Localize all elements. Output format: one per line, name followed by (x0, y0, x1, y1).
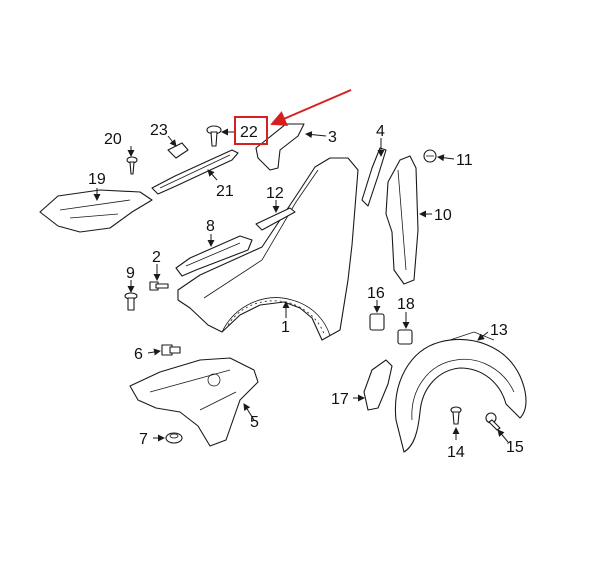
callout-1: 1 (281, 319, 290, 336)
screw-part-20 (126, 156, 138, 175)
callout-10: 10 (434, 207, 452, 224)
callout-8: 8 (206, 218, 215, 235)
callout-9: 9 (126, 265, 135, 282)
callout-23: 23 (150, 122, 168, 139)
wheelhouse-liner-part (394, 331, 527, 453)
callout-19: 19 (88, 171, 106, 188)
bolt-part-2 (149, 281, 169, 291)
callout-6: 6 (134, 346, 143, 363)
callout-13: 13 (490, 322, 508, 339)
lower-bracket-part (129, 357, 259, 447)
push-pin-part (206, 125, 222, 147)
push-pin-part-14 (450, 406, 462, 425)
highlight-box (234, 116, 268, 145)
clip-part (167, 142, 189, 159)
fender-bracket-part (175, 235, 253, 277)
callout-15: 15 (506, 439, 524, 456)
nut-part-7 (165, 432, 183, 444)
clip-part-18 (397, 329, 413, 345)
callout-2: 2 (152, 249, 161, 266)
highlight-arrow (270, 89, 352, 126)
small-shield-part (363, 359, 393, 411)
callout-14: 14 (447, 444, 465, 461)
callout-7: 7 (139, 431, 148, 448)
vertical-seal-part (361, 147, 387, 207)
callout-17: 17 (331, 391, 349, 408)
callout-20: 20 (104, 131, 122, 148)
screw-part-15 (485, 412, 501, 431)
small-bracket-part (255, 207, 296, 231)
leader-lines (93, 128, 509, 443)
upper-bracket-part (151, 149, 239, 195)
fender-part (177, 157, 359, 341)
callout-22: 22 (240, 124, 258, 141)
highlight-callout-22 (234, 89, 352, 145)
bolt-part-9 (124, 292, 138, 311)
bolt-part-6 (161, 344, 181, 356)
callout-12: 12 (266, 185, 284, 202)
fender-top-bracket-part (255, 123, 305, 171)
callout-labels: 1 2 3 4 5 6 7 8 9 10 11 12 13 14 15 16 1… (88, 122, 524, 461)
callout-3: 3 (328, 129, 337, 146)
clip-part-16 (369, 313, 385, 331)
nut-part-11 (423, 149, 437, 163)
callout-21: 21 (216, 183, 234, 200)
callout-4: 4 (376, 123, 385, 140)
callout-18: 18 (397, 296, 415, 313)
callout-16: 16 (367, 285, 385, 302)
insulator-part (385, 155, 419, 285)
callout-11: 11 (456, 152, 473, 169)
splash-shield-part (39, 189, 153, 233)
callout-5: 5 (250, 414, 259, 431)
